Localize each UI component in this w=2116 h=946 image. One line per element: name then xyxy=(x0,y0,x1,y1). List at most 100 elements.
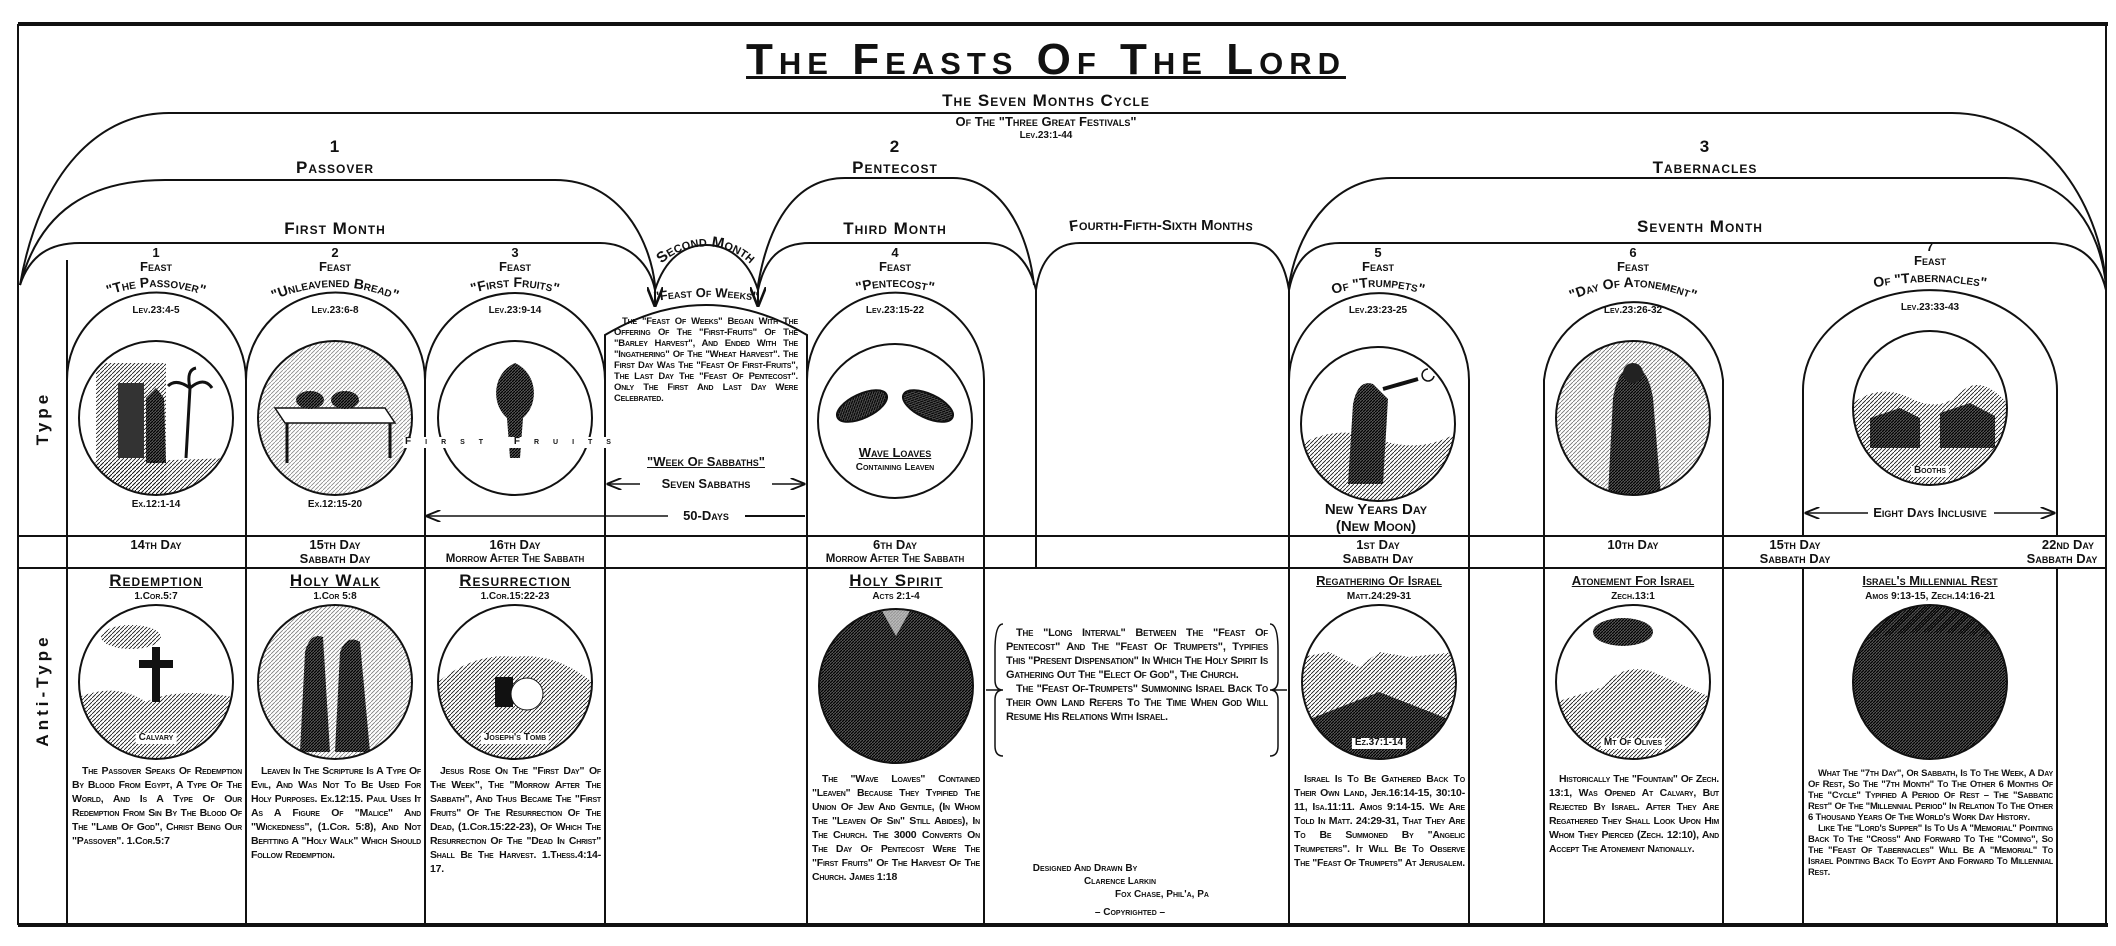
antitype-7-text-2: Like The "Lord's Supper" Is To Us A "Mem… xyxy=(1808,823,2053,878)
fifty-days-label: 50-Days xyxy=(677,509,735,523)
booths-image xyxy=(1852,330,2008,486)
feast-4-image-label: Wave Loaves xyxy=(858,445,932,460)
feast-2-label: Feast xyxy=(319,259,351,274)
festival-3-name: Tabernacles xyxy=(1652,158,1758,177)
valley-of-bones-image xyxy=(1301,604,1457,760)
seven-sabbaths-label: Seven Sabbaths xyxy=(661,476,751,491)
holy-spirit-crowd-image xyxy=(818,608,974,764)
feast-6-name: "Day Of Atonement" xyxy=(1567,274,1700,303)
feast-3-number: 3 xyxy=(511,245,519,260)
feast-5-name: Of "Trumpets" xyxy=(1329,274,1426,297)
first-fruits-sheaf-image xyxy=(437,340,593,496)
feast-4-image-sublabel: Containing Leaven xyxy=(855,462,935,473)
feast-4-name: "Pentecost" xyxy=(854,274,936,295)
feast-5-day: 1st Day xyxy=(1356,537,1400,552)
feast-5-label: Feast xyxy=(1362,259,1394,274)
feast-3-day-note: Morrow After The Sabbath xyxy=(445,553,585,565)
month-middle-label: Fourth-Fifth-Sixth Months xyxy=(1068,217,1254,235)
feast-of-weeks-text: The "Feast Of Weeks" Began With The Offe… xyxy=(614,316,798,404)
feast-3-ref: Lev.23:9-14 xyxy=(488,305,542,316)
span-arrows xyxy=(427,484,2054,757)
feast-7-first-day: 15th Day xyxy=(1769,537,1821,552)
trumpets-interval-text: The "Feast Of-Trumpets" Summoning Israel… xyxy=(1006,683,1268,723)
feast-7-eight-days: Eight Days Inclusive xyxy=(1873,505,1987,520)
page-title: The Feasts Of The Lord xyxy=(746,35,1346,84)
calvary-cross-image xyxy=(78,604,234,760)
feast-7-ref: Lev.23:33-43 xyxy=(1900,302,1960,313)
feast-4-number: 4 xyxy=(891,245,899,260)
antitype-7-text: What The "7th Day", Or Sabbath, Is To Th… xyxy=(1808,768,2053,823)
feast-1-ref: Lev.23:4-5 xyxy=(132,305,180,316)
holy-walk-image xyxy=(257,604,413,760)
feast-5-new-moon: (New Moon) xyxy=(1335,518,1417,535)
empty-tomb-image xyxy=(437,604,593,760)
feast-7-last-day-note: Sabbath Day xyxy=(2026,551,2098,566)
feast-3-name: "First Fruits" xyxy=(469,274,562,296)
feast-3-label: Feast xyxy=(499,259,531,274)
antitype-5-ref: Matt.24:29-31 xyxy=(1346,591,1412,602)
feast-1-number: 1 xyxy=(152,245,160,260)
antitype-4-ref: Acts 2:1-4 xyxy=(872,591,920,602)
subtitle-cycle: The Seven Months Cycle xyxy=(942,91,1150,110)
antitype-7-text-block: What The "7th Day", Or Sabbath, Is To Th… xyxy=(1808,768,2053,878)
feast-2-name: "Unleavened Bread" xyxy=(269,274,402,303)
passover-door-image xyxy=(78,340,234,496)
feast-of-weeks-label: "Feast Of Weeks" xyxy=(652,285,759,304)
feast-7-first-day-note: Sabbath Day xyxy=(1759,551,1831,566)
antitype-6-title: Atonement For Israel xyxy=(1571,573,1695,588)
feast-7-label: Feast xyxy=(1914,253,1946,268)
feast-7-image-label: Booths xyxy=(1910,465,1950,477)
feast-6-ref: Lev.23:26-32 xyxy=(1603,305,1663,316)
unleavened-bread-table-image xyxy=(257,340,413,496)
feast-4-day-note: Morrow After The Sabbath xyxy=(825,553,965,565)
long-interval-text: The "Long Interval" Between The "Feast O… xyxy=(1006,627,1268,681)
antitype-3-text: Jesus Rose On The "First Day" Of The Wee… xyxy=(430,765,601,875)
feast-3-image-label: First Fruits xyxy=(403,436,627,448)
festival-2-name: Pentecost xyxy=(852,158,938,177)
feast-2-day-note: Sabbath Day xyxy=(299,551,371,566)
antitype-4-title: Holy Spirit xyxy=(849,571,943,590)
month-seventh-label: Seventh Month xyxy=(1637,217,1763,236)
feast-6-label: Feast xyxy=(1617,259,1649,274)
festival-3-number: 3 xyxy=(1699,137,1711,156)
feast-7-name: Of "Tabernacles" xyxy=(1872,269,1988,291)
festival-1-number: 1 xyxy=(329,137,341,156)
antitype-3-ref: 1.Cor.15:22-23 xyxy=(480,591,550,602)
festival-1-name: Passover xyxy=(295,158,375,177)
feast-2-below-ref: Ex.12:15-20 xyxy=(307,499,363,510)
feast-4-ref: Lev.23:15-22 xyxy=(865,305,925,316)
antitype-1-image-label: Calvary xyxy=(135,732,177,744)
feast-1-name: "The Passover" xyxy=(104,274,208,298)
feast-5-ref: Lev.23:23-25 xyxy=(1348,305,1408,316)
feast-7-number: 7 xyxy=(1926,239,1934,254)
antitype-5-title: Regathering Of Israel xyxy=(1316,573,1442,588)
feast-1-label: Feast xyxy=(140,259,172,274)
feast-1-day: 14th Day xyxy=(130,537,182,552)
subtitle-ref: Lev.23:1-44 xyxy=(1019,130,1073,141)
antitype-6-text: Historically The "Fountain" Of Zech. 13:… xyxy=(1549,773,1719,855)
antitype-2-text: Leaven In The Scripture Is A Type Of Evi… xyxy=(251,765,421,861)
feast-5-new-years-day: New Years Day xyxy=(1324,501,1428,518)
antitype-5-image-label: Ez.37:1-14 xyxy=(1351,737,1407,749)
feast-5-day-note: Sabbath Day xyxy=(1342,551,1414,566)
row-label-type: Type xyxy=(33,390,52,446)
feast-1-below-ref: Ex.12:1-14 xyxy=(131,499,181,510)
week-of-sabbaths-label: "Week Of Sabbaths" xyxy=(647,454,765,469)
antitype-2-title: Holy Walk xyxy=(289,571,381,590)
credits-location: Fox Chase, Phil'a, Pa xyxy=(1115,889,1209,900)
month-third-label: Third Month xyxy=(843,219,947,238)
antitype-5-text: Israel Is To Be Gathered Back To Their O… xyxy=(1294,773,1465,869)
credits-copyright: – Copyrighted – xyxy=(1094,907,1166,918)
trumpets-image xyxy=(1300,346,1456,502)
antitype-6-ref: Zech.13:1 xyxy=(1611,591,1655,602)
feast-4-day: 6th Day xyxy=(873,537,917,552)
festival-2-number: 2 xyxy=(889,137,901,156)
antitype-7-title: Israel's Millennial Rest xyxy=(1862,573,1998,588)
credits-designed-by: Designed And Drawn By xyxy=(1032,863,1138,874)
mount-of-olives-image xyxy=(1555,604,1711,760)
antitype-4-text: The "Wave Loaves" Contained "Leaven" Bec… xyxy=(812,773,980,883)
row-label-antitype: Anti-Type xyxy=(33,633,52,747)
millennial-landscape-image xyxy=(1852,604,2008,760)
feast-5-number: 5 xyxy=(1374,245,1382,260)
